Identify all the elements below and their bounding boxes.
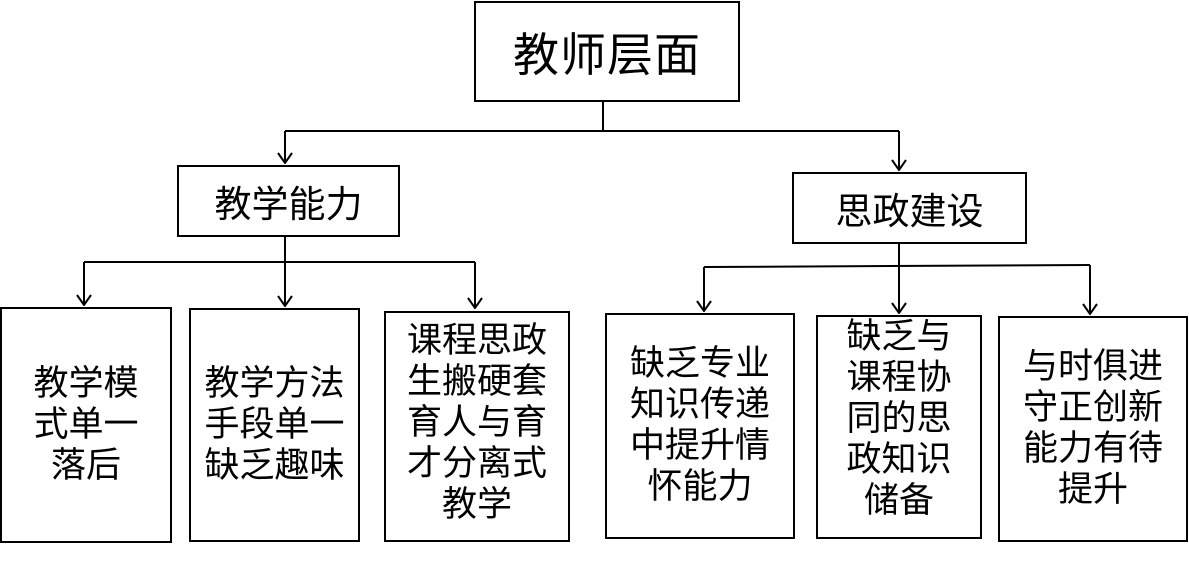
leaf-label-ideology-knowledge-reserve: 缺乏与课程协同的思政知识储备: [846, 317, 952, 521]
leaf-label-innovation-ability: 与时俱进守正创新能力有待提升: [1022, 347, 1163, 510]
root-node-label: 教师层面: [513, 27, 701, 82]
leaf-box-innovation-ability: 与时俱进守正创新能力有待提升: [998, 316, 1188, 542]
leaf-box-ideology-knowledge-reserve: 缺乏与课程协同的思政知识储备: [816, 315, 982, 539]
category-box-teaching-ability: 教学能力: [177, 165, 400, 237]
root-node-box: 教师层面: [474, 1, 740, 102]
leaf-box-course-ideology: 课程思政生搬硬套育人与育才分离式教学: [384, 311, 570, 542]
leaf-label-teaching-methods: 教学方法手段单一 缺乏趣味: [204, 363, 345, 486]
leaf-box-teaching-mode: 教学模式单一落后: [0, 307, 172, 543]
category-label-teaching-ability: 教学能力: [214, 183, 363, 226]
leaf-box-teaching-methods: 教学方法手段单一 缺乏趣味: [189, 308, 360, 542]
leaf-label-course-ideology: 课程思政生搬硬套育人与育才分离式教学: [406, 321, 547, 525]
ideology-bar: [703, 264, 1091, 268]
category-box-ideology-building: 思政建设: [792, 172, 1027, 244]
leaf-box-professional-knowledge: 缺乏专业知识传递中提升情怀能力: [605, 313, 795, 539]
leaf-label-professional-knowledge: 缺乏专业知识传递中提升情怀能力: [629, 344, 770, 507]
category-label-ideology-building: 思政建设: [835, 190, 984, 233]
leaf-label-teaching-mode: 教学模式单一落后: [33, 363, 139, 486]
